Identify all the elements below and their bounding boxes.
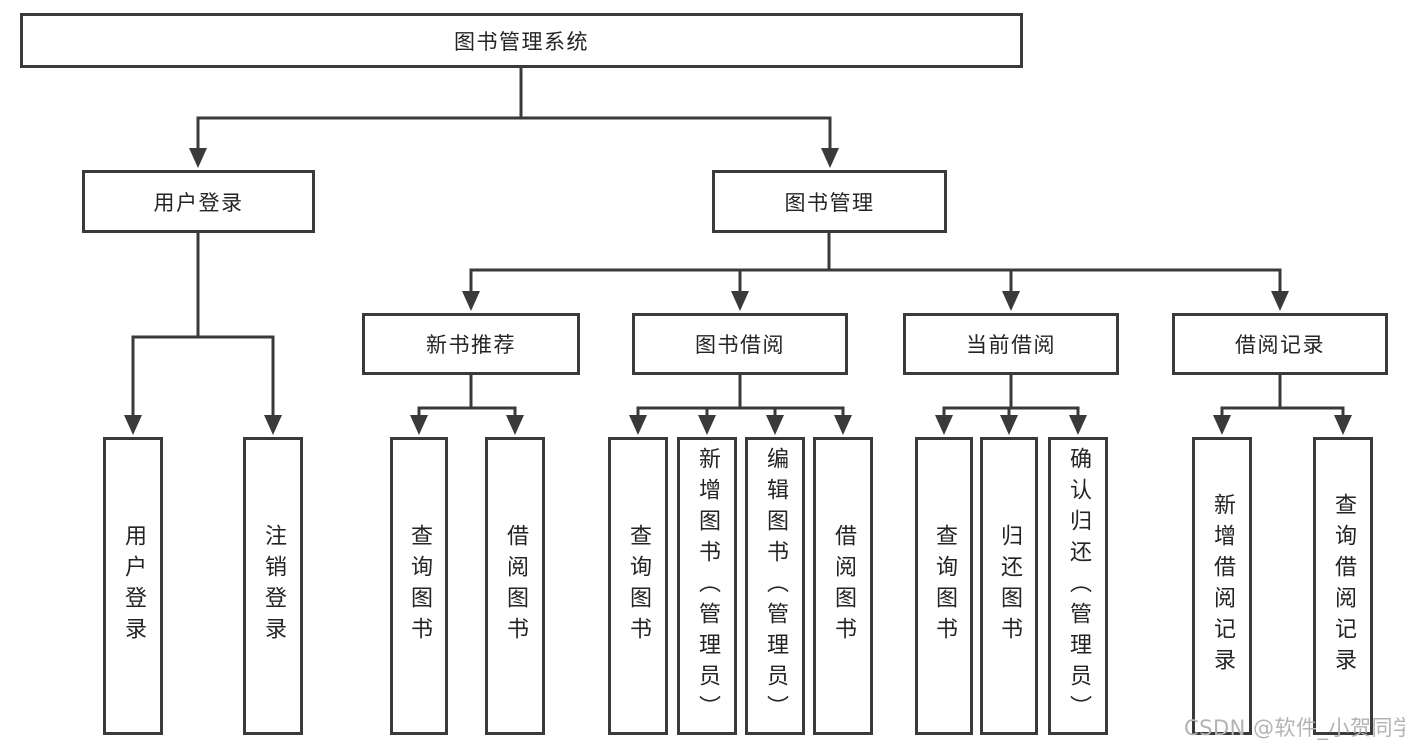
leaf-add-borrow-record: 新增借阅记录 <box>1192 437 1252 735</box>
node-label: 当前借阅 <box>966 333 1056 357</box>
node-label: 用户登录 <box>121 524 146 648</box>
node-label: 图书管理 <box>784 190 875 215</box>
node-label: 编辑图书（管理员） <box>763 446 788 726</box>
node-book-management: 图书管理 <box>712 170 947 233</box>
leaf-return-books: 归还图书 <box>980 437 1038 735</box>
leaf-add-books-admin: 新增图书（管理员） <box>677 437 737 735</box>
node-label: 借阅记录 <box>1235 333 1325 357</box>
leaf-edit-books-admin: 编辑图书（管理员） <box>745 437 805 735</box>
node-label: 确认归还（管理员） <box>1066 446 1091 726</box>
leaf-confirm-return-admin: 确认归还（管理员） <box>1048 437 1108 735</box>
node-new-book-recommendation: 新书推荐 <box>362 313 580 375</box>
node-label: 新书推荐 <box>426 333 516 357</box>
leaf-query-books-recommend: 查询图书 <box>390 437 448 735</box>
leaf-borrow-books-recommend: 借阅图书 <box>485 437 545 735</box>
leaf-query-books-current: 查询图书 <box>915 437 973 735</box>
node-label: 借阅图书 <box>831 524 856 648</box>
csdn-watermark: CSDN @软件_小贺同学 <box>1184 716 1405 740</box>
node-label: 新增借阅记录 <box>1210 493 1235 679</box>
leaf-borrow-books: 借阅图书 <box>813 437 873 735</box>
node-user-login: 用户登录 <box>82 170 315 233</box>
node-label: 注销登录 <box>261 524 286 648</box>
leaf-user-login: 用户登录 <box>103 437 163 735</box>
node-label: 归还图书 <box>997 524 1022 648</box>
node-label: 图书管理系统 <box>454 29 589 54</box>
node-book-borrowing: 图书借阅 <box>632 313 848 375</box>
node-borrowing-records: 借阅记录 <box>1172 313 1388 375</box>
leaf-query-books-borrow: 查询图书 <box>608 437 668 735</box>
leaf-query-borrow-record: 查询借阅记录 <box>1313 437 1373 735</box>
node-label: 借阅图书 <box>503 524 528 648</box>
node-current-borrowing: 当前借阅 <box>903 313 1119 375</box>
node-label: 查询图书 <box>626 524 651 648</box>
leaf-logout: 注销登录 <box>243 437 303 735</box>
node-label: 图书借阅 <box>695 333 785 357</box>
node-label: 新增图书（管理员） <box>695 446 720 726</box>
node-book-management-system: 图书管理系统 <box>20 13 1023 68</box>
node-label: 查询借阅记录 <box>1331 493 1356 679</box>
node-label: 查询图书 <box>932 524 957 648</box>
node-label: 查询图书 <box>407 524 432 648</box>
node-label: 用户登录 <box>153 190 244 215</box>
